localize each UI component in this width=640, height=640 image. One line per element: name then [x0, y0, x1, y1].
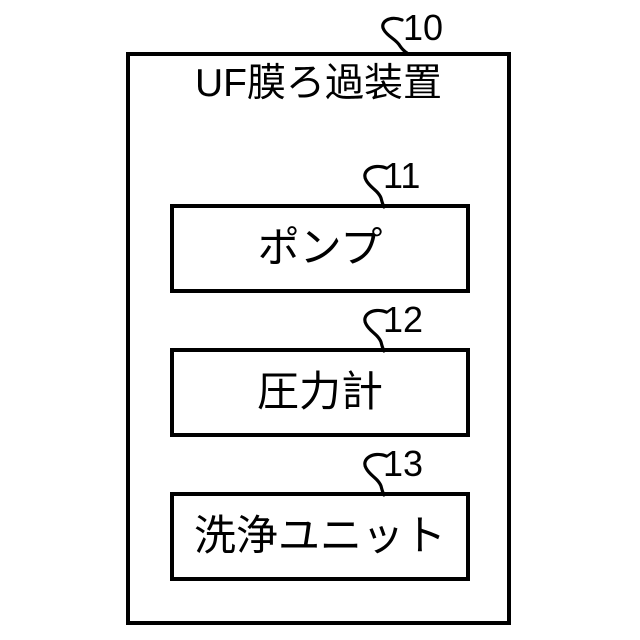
leader-line-11-icon	[363, 164, 388, 209]
component-box-cleaning-unit: 洗浄ユニット	[170, 492, 470, 581]
component-label-pump: ポンプ	[257, 223, 383, 271]
leader-line-10-icon	[381, 16, 409, 55]
component-box-pump: ポンプ	[170, 204, 470, 293]
reference-numeral-13: 13	[383, 443, 424, 484]
component-label-pressure-gauge: 圧力計	[256, 367, 383, 415]
component-label-cleaning-unit: 洗浄ユニット	[193, 511, 446, 559]
apparatus-title: UF膜ろ過装置	[195, 62, 442, 105]
leader-line-13-icon	[363, 452, 388, 497]
reference-numeral-11: 11	[383, 155, 421, 196]
reference-numeral-12: 12	[383, 299, 424, 340]
leader-line-12-icon	[363, 308, 388, 353]
component-box-pressure-gauge: 圧力計	[170, 348, 470, 437]
reference-numeral-10: 10	[403, 7, 444, 48]
